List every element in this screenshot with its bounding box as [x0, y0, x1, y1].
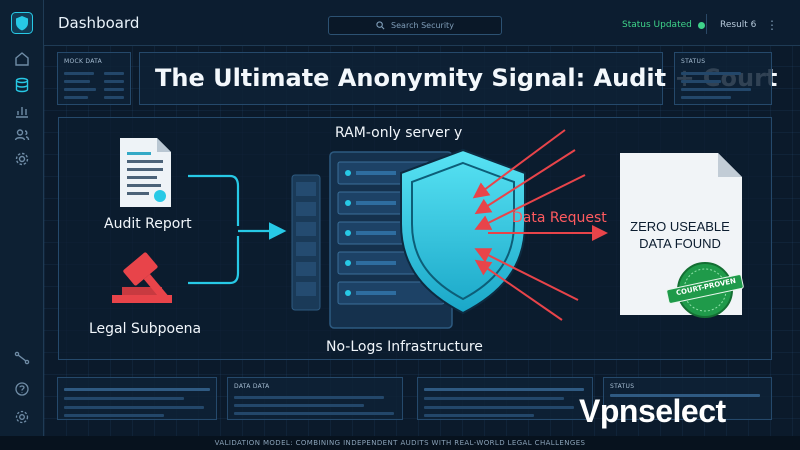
placeholder-bar — [234, 396, 384, 399]
legal-label: Legal Subpoena — [89, 321, 202, 337]
placeholder-bar — [424, 397, 564, 400]
search-icon — [376, 21, 385, 30]
help-icon[interactable] — [13, 380, 31, 398]
search-input[interactable]: Search Security — [328, 16, 502, 35]
gavel-icon — [112, 252, 172, 303]
settings-icon[interactable] — [13, 408, 31, 426]
placeholder-bar — [64, 96, 88, 99]
top-bar: Dashboard Search Security Status Updated… — [44, 0, 800, 46]
kebab-icon[interactable]: ⋮ — [766, 18, 778, 32]
placeholder-bar — [104, 72, 124, 75]
chart-icon[interactable] — [13, 102, 31, 120]
placeholder-bar — [104, 80, 124, 83]
placeholder-bar — [64, 388, 210, 391]
placeholder-bar — [424, 414, 534, 417]
placeholder-bar — [234, 404, 364, 407]
placeholder-bar — [64, 72, 94, 75]
server-icon — [291, 174, 321, 311]
gear-icon[interactable] — [13, 150, 31, 168]
placeholder-bar — [64, 80, 90, 83]
bottom-panel-3 — [417, 377, 593, 420]
placeholder-bar — [424, 388, 584, 391]
bottom-status-panel: STATUS — [603, 377, 772, 420]
database-icon[interactable] — [13, 76, 31, 94]
placeholder-bar — [64, 397, 184, 400]
audit-label: Audit Report — [104, 216, 192, 232]
users-icon[interactable] — [13, 126, 31, 144]
audit-connector — [188, 174, 240, 226]
placeholder-bar — [234, 412, 394, 415]
status-panel: STATUS — [674, 52, 772, 105]
court-proven-stamp — [666, 262, 744, 318]
server-label: RAM-only server y — [335, 125, 463, 141]
status-indicator: Status Updated — [622, 20, 705, 30]
result-line-1: ZERO USEABLE — [630, 219, 730, 234]
incoming-request-arrows — [472, 129, 586, 321]
brand-logo: Vpnselect — [579, 393, 726, 429]
bottom-status-label: STATUS — [610, 383, 635, 390]
home-icon[interactable] — [13, 50, 31, 68]
shield-logo-icon[interactable] — [11, 12, 33, 34]
placeholder-bar — [64, 406, 204, 409]
placeholder-bar — [64, 414, 164, 417]
placeholder-bar — [104, 96, 124, 99]
data-request-label: Data Request — [512, 210, 607, 226]
page-title: Dashboard — [58, 14, 140, 32]
topbar-divider — [706, 14, 707, 34]
placeholder-bar — [610, 394, 760, 397]
placeholder-bar — [681, 96, 731, 99]
status-text: Status Updated — [622, 20, 692, 30]
sidebar — [0, 0, 44, 436]
footer-caption: VALIDATION MODEL: COMBINING INDEPENDENT … — [0, 436, 800, 450]
document-icon — [120, 138, 171, 207]
headline: The Ultimate Anonymity Signal: Audit + C… — [155, 64, 778, 92]
result-line-2: DATA FOUND — [639, 236, 721, 251]
placeholder-bar — [681, 72, 741, 75]
mock-data-label: MOCK DATA — [64, 58, 103, 65]
infrastructure-label: No-Logs Infrastructure — [326, 339, 483, 355]
placeholder-bar — [64, 88, 96, 91]
status-dot — [697, 21, 705, 29]
mock-data-panel: MOCK DATA — [57, 52, 131, 105]
data-data-panel: DATA DATA — [227, 377, 403, 420]
placeholder-bar — [681, 80, 721, 83]
status-panel-label: STATUS — [681, 58, 706, 65]
data-data-label: DATA DATA — [234, 383, 270, 390]
bottom-panel-1 — [57, 377, 217, 420]
result-count: Result 6 — [720, 20, 757, 30]
share-icon[interactable] — [13, 349, 31, 367]
placeholder-bar — [104, 88, 124, 91]
search-placeholder: Search Security — [391, 21, 454, 30]
placeholder-bar — [424, 406, 574, 409]
headline-panel — [139, 52, 663, 105]
placeholder-bar — [681, 88, 751, 91]
legal-connector — [188, 236, 240, 285]
